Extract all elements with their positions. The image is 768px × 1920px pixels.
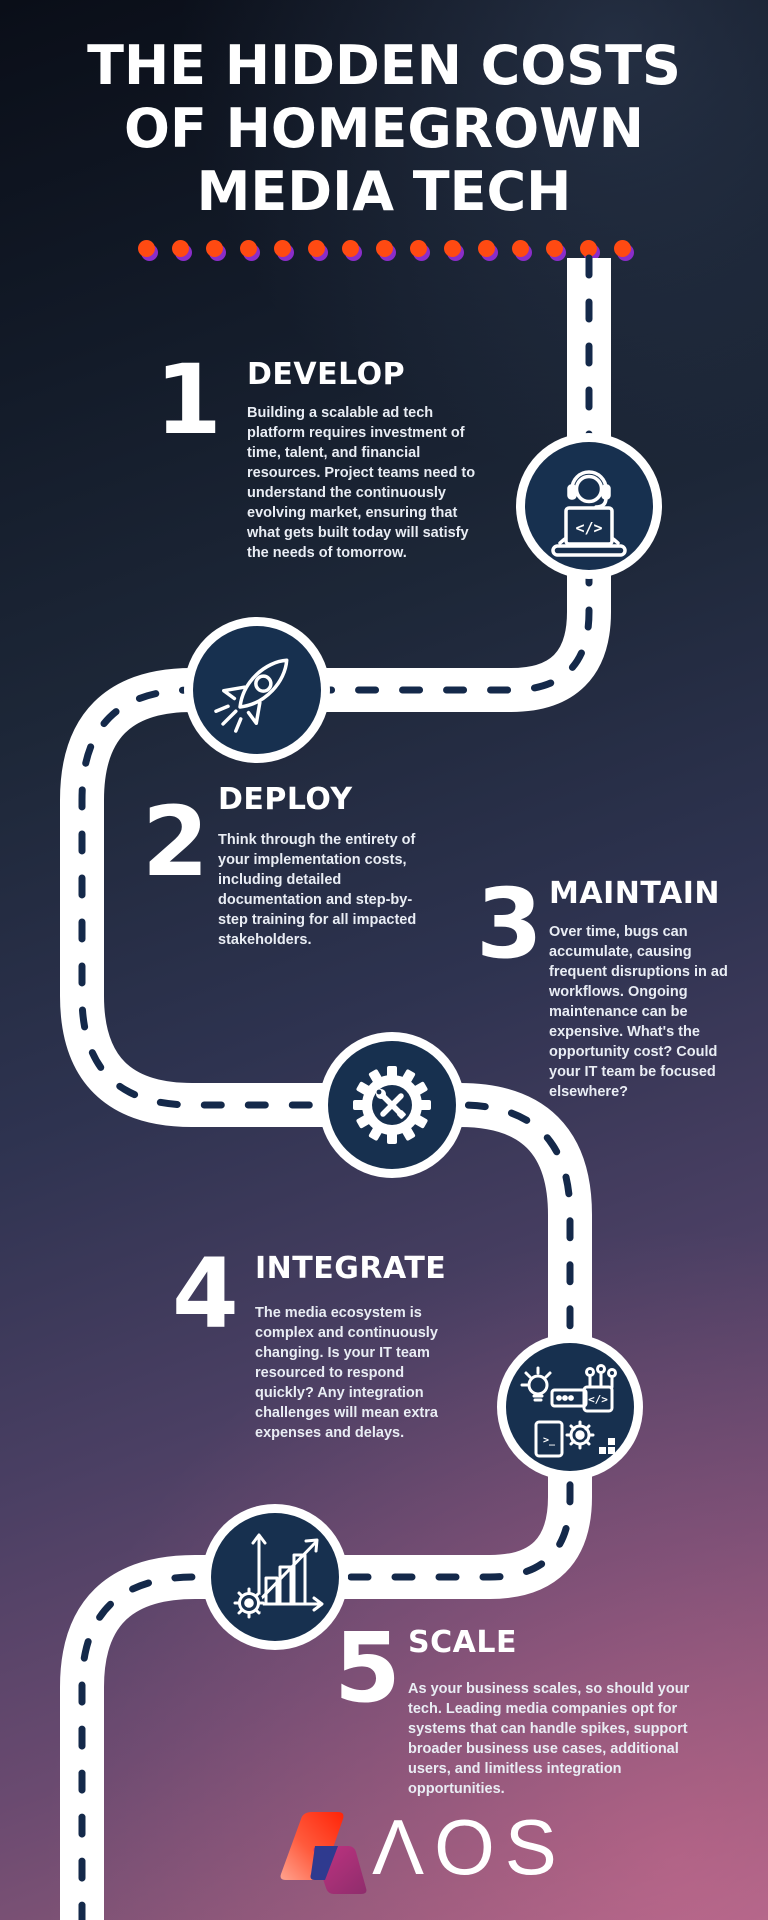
- growth-chart-icon: [202, 1504, 348, 1650]
- step-1-heading: DEVELOP: [247, 357, 406, 392]
- window-code-glyph: </>: [588, 1393, 608, 1406]
- step-3-body: Over time, bugs can accumulate, causing …: [549, 924, 728, 1100]
- step-3: MAINTAIN Over time, bugs can accumulate,…: [549, 877, 733, 1102]
- rocket-icon: [184, 617, 330, 763]
- dot: [511, 240, 529, 257]
- step-4-number: 4: [172, 1238, 239, 1350]
- developer-at-laptop-icon: </>: [516, 433, 662, 579]
- step-5-body: As your business scales, so should your …: [408, 1681, 690, 1797]
- step-2-number: 2: [142, 786, 209, 898]
- aos-logo-mark: [280, 1812, 367, 1894]
- dot: [579, 240, 597, 257]
- step-2: DEPLOY Think through the entirety of you…: [218, 783, 438, 950]
- step-1-number: 1: [155, 344, 222, 456]
- step-5-heading: SCALE: [408, 1625, 517, 1660]
- dot: [443, 240, 461, 257]
- dot: [409, 240, 427, 257]
- laptop-code-glyph: </>: [575, 519, 602, 537]
- step-1-body: Building a scalable ad tech platform req…: [247, 405, 476, 561]
- dot: [613, 240, 631, 257]
- dot: [205, 240, 223, 257]
- aos-logo: ΛOS: [0, 1800, 768, 1910]
- step-2-body: Think through the entirety of your imple…: [218, 832, 417, 948]
- step-5-number: 5: [334, 1612, 401, 1724]
- step-4-body: The media ecosystem is complex and conti…: [255, 1305, 438, 1441]
- terminal-glyph: >_: [543, 1435, 556, 1446]
- dot: [545, 240, 563, 257]
- dot: [273, 240, 291, 257]
- dot: [477, 240, 495, 257]
- gear-tools-icon: [319, 1032, 465, 1178]
- dot: [137, 240, 155, 257]
- step-3-heading: MAINTAIN: [549, 876, 720, 911]
- dot: [171, 240, 189, 257]
- dot: [239, 240, 257, 257]
- dot: [307, 240, 325, 257]
- dot: [341, 240, 359, 257]
- dot: [375, 240, 393, 257]
- dots-row: [0, 240, 768, 257]
- step-4-heading: INTEGRATE: [255, 1251, 447, 1286]
- step-1: DEVELOP Building a scalable ad tech plat…: [247, 358, 485, 563]
- step-3-number: 3: [476, 868, 543, 980]
- page-title: THE HIDDEN COSTS OF HOMEGROWN MEDIA TECH: [87, 34, 681, 223]
- integration-system-icon: </> >_: [497, 1334, 643, 1480]
- aos-logo-text: ΛOS: [372, 1803, 567, 1891]
- step-5: SCALE As your business scales, so should…: [408, 1626, 706, 1799]
- step-2-heading: DEPLOY: [218, 782, 353, 817]
- step-4: INTEGRATE The media ecosystem is complex…: [255, 1252, 453, 1443]
